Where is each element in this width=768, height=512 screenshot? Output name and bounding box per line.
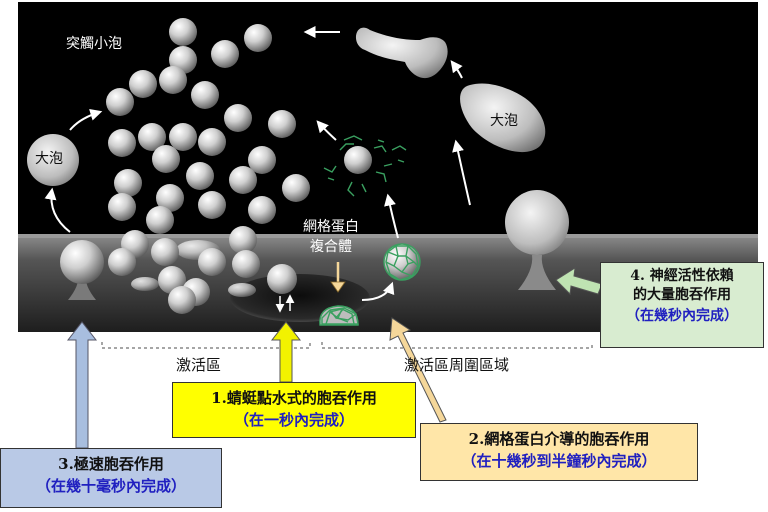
synaptic-vesicle-cluster — [106, 18, 310, 314]
bulk-endocytosis-vesicle — [505, 190, 569, 290]
arrow-vesicle-up — [384, 193, 399, 239]
box-clathrin-mediated-title: 2.網格蛋白介導的胞吞作用 — [468, 430, 650, 448]
large-vesicle-upper-right — [355, 27, 448, 79]
box-bulk-title: 4. 神經活性依賴 — [630, 268, 734, 284]
box-clathrin-mediated-time: （在十幾秒到半鐘秒內完成） — [461, 452, 657, 470]
cytoplasm-background-right — [590, 2, 758, 262]
box-kiss-and-run-time: （在一秒內完成） — [233, 411, 354, 429]
large-vesicle-right — [460, 83, 546, 153]
label-synaptic-vesicle: 突觸小泡 — [66, 36, 122, 52]
box-bulk: 4. 神經活性依賴 的大量胞吞作用 （在幾秒內完成） — [600, 262, 764, 348]
active-zone-bracket — [101, 342, 311, 349]
label-large-vesicle-left: 大泡 — [35, 151, 63, 167]
label-periactive-zone: 激活區周圍區域 — [404, 356, 510, 374]
kiss-and-run-vesicle — [267, 264, 297, 313]
periactive-zone-bracket — [321, 342, 593, 349]
large-vesicle-left — [27, 134, 79, 186]
arrow-uncoat-to-cluster — [316, 120, 337, 141]
ultrafast-endocytosis-vesicle — [60, 240, 104, 300]
label-active-zone: 激活區 — [176, 356, 222, 374]
clathrin-coated-vesicle — [383, 243, 421, 281]
label-clathrin-complex-line1: 網格蛋白 — [303, 219, 359, 235]
box-clathrin-mediated: 2.網格蛋白介導的胞吞作用 （在十幾秒到半鐘秒內完成） — [420, 423, 698, 481]
membrane-top-edge — [18, 234, 758, 238]
arrow-pit-to-vesicle — [361, 281, 395, 301]
pointer-ultrafast — [66, 321, 98, 449]
pointer-clathrin — [389, 317, 447, 423]
box-ultrafast: 3.極速胞吞作用 （在幾十毫秒內完成） — [0, 448, 222, 508]
clathrin-label-pointer-head — [330, 281, 346, 293]
pointer-kiss-and-run — [270, 321, 302, 383]
box-bulk-time: （在幾秒內完成） — [626, 308, 738, 324]
box-ultrafast-time: （在幾十毫秒內完成） — [35, 477, 186, 495]
box-kiss-and-run-title: 1.蜻蜓點水式的胞吞作用 — [211, 389, 377, 407]
box-bulk-title2: 的大量胞吞作用 — [633, 287, 731, 303]
uncoating-vesicle — [323, 135, 407, 197]
box-kiss-and-run: 1.蜻蜓點水式的胞吞作用 （在一秒內完成） — [172, 382, 416, 438]
arrow-left-up — [44, 187, 71, 233]
label-large-vesicle-right: 大泡 — [490, 113, 518, 129]
box-ultrafast-title: 3.極速胞吞作用 — [58, 455, 164, 473]
recycling-arrows — [44, 26, 471, 301]
label-clathrin-complex-line2: 複合體 — [310, 239, 352, 255]
arrow-left-to-cluster — [69, 109, 103, 131]
arrow-right-up — [450, 60, 463, 79]
clathrin-cage — [321, 307, 359, 325]
arrow-bulk-up — [452, 139, 471, 206]
pointer-bulk — [555, 267, 603, 296]
